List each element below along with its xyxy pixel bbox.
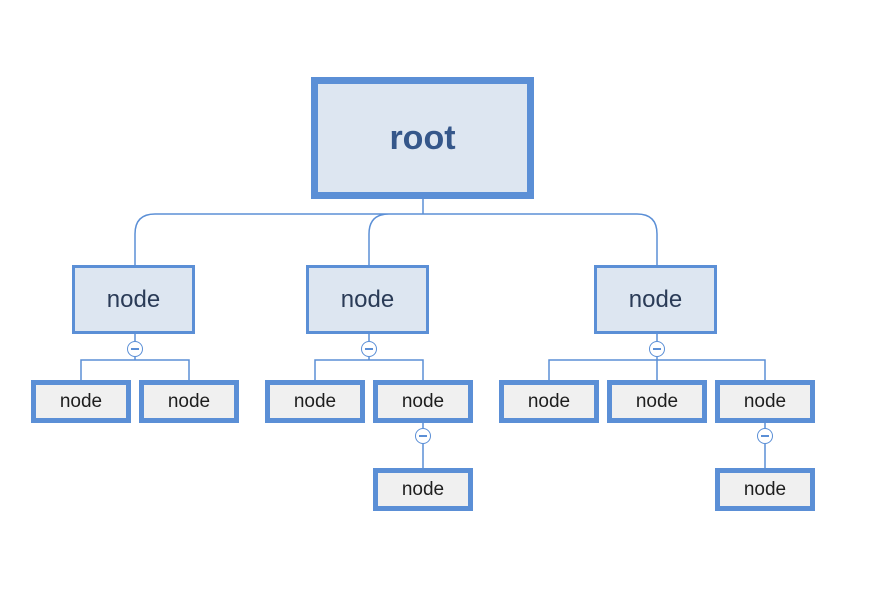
leaf-label: node (167, 390, 211, 412)
node-2-2-1[interactable]: node (373, 468, 473, 511)
leaf-label: node (635, 390, 679, 412)
leaf-label: node (401, 390, 445, 412)
leaf-label: node (743, 478, 787, 500)
node-3-3[interactable]: node (715, 380, 815, 423)
leaf-label: node (293, 390, 337, 412)
collapse-node-3-3-icon[interactable] (757, 428, 773, 444)
node-1[interactable]: node (72, 265, 195, 334)
root-node-label: root (389, 118, 456, 157)
connector-node1-children (80, 334, 190, 380)
node-2[interactable]: node (306, 265, 429, 334)
root-node[interactable]: root (311, 77, 534, 199)
leaf-label: node (527, 390, 571, 412)
node-2-1[interactable]: node (265, 380, 365, 423)
node-label: node (628, 285, 683, 313)
node-label: node (340, 285, 395, 313)
collapse-node-3-icon[interactable] (649, 341, 665, 357)
node-1-2[interactable]: node (139, 380, 239, 423)
node-3-1[interactable]: node (499, 380, 599, 423)
node-3[interactable]: node (594, 265, 717, 334)
node-2-2[interactable]: node (373, 380, 473, 423)
connector-node3-children (548, 334, 766, 380)
node-1-1[interactable]: node (31, 380, 131, 423)
collapse-node-1-icon[interactable] (127, 341, 143, 357)
connector-node2-children (314, 334, 424, 380)
node-3-2[interactable]: node (607, 380, 707, 423)
node-3-3-1[interactable]: node (715, 468, 815, 511)
leaf-label: node (401, 478, 445, 500)
node-label: node (106, 285, 161, 313)
leaf-label: node (59, 390, 103, 412)
connector-root-children (134, 199, 658, 265)
collapse-node-2-icon[interactable] (361, 341, 377, 357)
collapse-node-2-2-icon[interactable] (415, 428, 431, 444)
leaf-label: node (743, 390, 787, 412)
